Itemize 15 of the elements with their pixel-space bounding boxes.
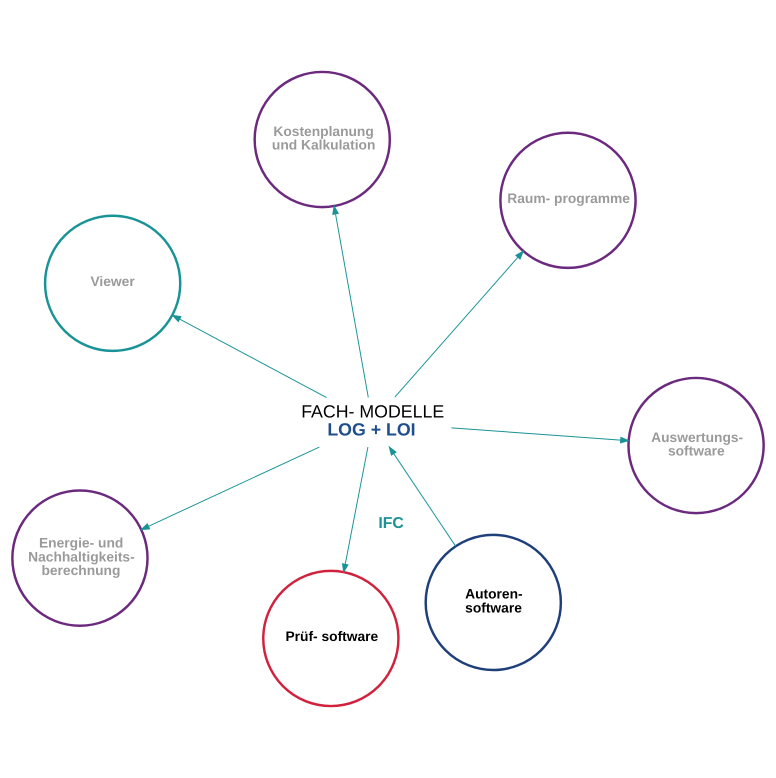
node-text: FACH- MODELLE LOG + LOI <box>301 402 444 440</box>
arrow <box>171 314 328 398</box>
node-circle: Energie- und Nachhaltigkeits- berechnung <box>11 489 149 627</box>
arrow <box>388 446 456 547</box>
arrow <box>450 427 630 444</box>
arrow <box>140 446 320 530</box>
node-circle: Autoren- software <box>424 534 562 672</box>
node-circle: Raum- programme <box>499 132 637 270</box>
node-circle: Prüf- software <box>262 570 400 708</box>
node-circle: Kostenplanung und Kalkulation <box>253 70 392 208</box>
node-circle: Auswertungs- software <box>627 376 765 514</box>
arrow <box>332 204 369 398</box>
arrow <box>394 250 524 398</box>
label: IFC <box>378 515 404 532</box>
arrow <box>342 446 368 574</box>
